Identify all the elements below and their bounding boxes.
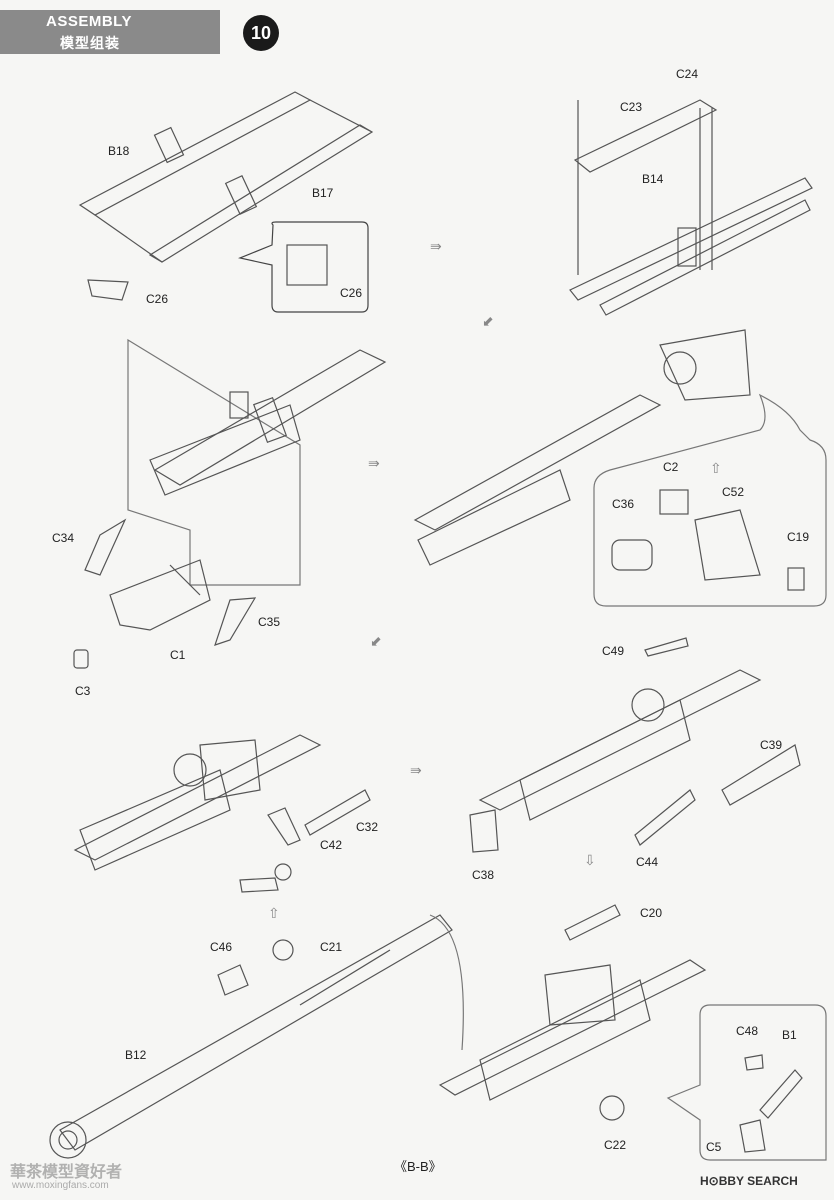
part-c20 [564,904,621,941]
label-c32: C32 [356,820,379,834]
label-c3: C3 [75,684,91,698]
flow-arrow-up-2: ⇧ [268,905,280,921]
assembly-stage-3 [413,329,751,566]
label-c19: C19 [787,530,810,544]
part-c34 [84,518,127,576]
label-c21: C21 [320,940,343,954]
assembly-stage-6 [438,959,707,1101]
part-c48 [744,1054,764,1071]
label-c36: C36 [612,497,635,511]
label-c22: C22 [604,1138,627,1152]
label-c44: C44 [636,855,659,869]
rail-frame-2 [569,99,813,316]
part-c19 [787,567,805,591]
flow-arrow-down-1: ⇩ [584,852,596,868]
flow-arrow-down-left-2: ⬋ [370,633,382,649]
header-title-cn: 模型组装 [60,35,120,51]
part-c52 [694,509,761,581]
inset-c5-bubble [666,1004,827,1161]
part-c44 [634,789,696,846]
label-c52: C52 [722,485,745,499]
part-c22 [599,1095,625,1121]
part-c49 [644,637,689,657]
label-c5: C5 [706,1140,722,1154]
part-c3 [73,649,89,669]
label-c34: C34 [52,531,75,545]
label-c48: C48 [736,1024,759,1038]
label-c20: C20 [640,906,663,920]
part-c38 [469,809,499,853]
flow-arrow-right-3: ⇛ [410,762,422,778]
flow-arrow-right-2: ⇛ [368,455,380,471]
assembly-stage-2 [149,349,387,496]
part-c2 [659,489,689,515]
flow-arrow-up-1: ⇧ [710,460,722,476]
part-c21 [272,939,294,961]
label-b17: B17 [312,186,334,200]
flow-arrow-down-left-1: ⬋ [482,313,494,329]
label-b14: B14 [642,172,664,186]
assembly-stage-4 [73,734,322,871]
label-b1: B1 [782,1028,797,1042]
assembly-stage-5 [478,669,762,821]
label-c26-inset: C26 [340,286,363,300]
rail-frame-1 [78,91,374,263]
watermark-url: www.moxingfans.com [12,1180,109,1191]
header-title-en: ASSEMBLY [46,13,132,30]
part-c36 [611,539,653,571]
label-c1: C1 [170,648,186,662]
label-c46: C46 [210,940,233,954]
watermark-cn: 華茶模型資好者 [10,1164,123,1181]
label-c35: C35 [258,615,281,629]
label-c49: C49 [602,644,625,658]
label-c42: C42 [320,838,343,852]
part-c35 [214,597,257,646]
step-number-badge: 10 [243,15,279,51]
part-c39 [721,744,801,806]
part-c26-plate [87,279,129,301]
section-label: 《B-B》 [394,1159,442,1174]
label-c23: C23 [620,100,643,114]
part-b1 [759,1069,803,1119]
label-c39: C39 [760,738,783,752]
label-c24: C24 [676,67,699,81]
callout-c52-box [593,393,827,607]
part-c42 [267,807,301,846]
brand-logo: H⊙BBY SEARCH [700,1174,798,1188]
label-b12: B12 [125,1048,147,1062]
label-c26: C26 [146,292,169,306]
part-c5 [739,1119,766,1153]
inset-c26-bubble [237,221,369,313]
part-c32 [304,789,371,836]
part-c46 [217,964,249,996]
assembly-header: ASSEMBLY 模型组装 [0,10,220,54]
label-b18: B18 [108,144,130,158]
label-c38: C38 [472,868,495,882]
part-b12-barrel [49,914,453,1159]
flow-arrow-right-1: ⇛ [430,238,442,254]
part-c1-bracket [109,559,211,631]
label-c2: C2 [663,460,679,474]
